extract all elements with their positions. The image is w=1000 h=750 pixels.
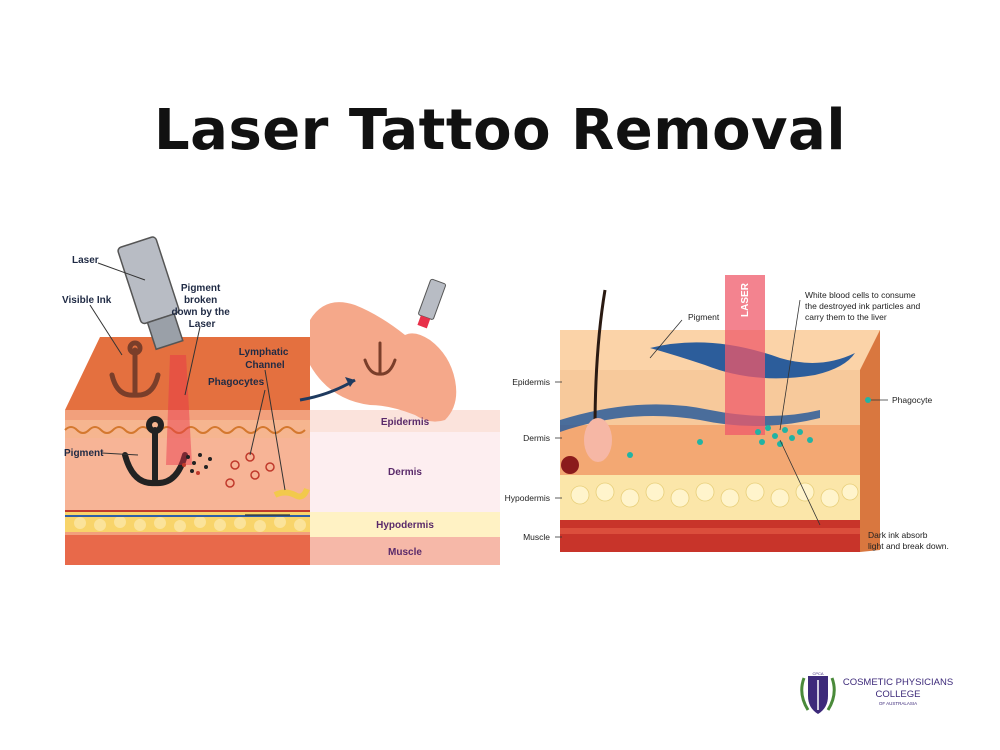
lymphatic-channel	[273, 487, 310, 500]
label-phagocyte: Phagocyte	[892, 395, 932, 405]
fat-cells	[74, 516, 306, 532]
layer-hypodermis-right: Hypodermis	[505, 493, 550, 503]
right-diagram: LASER Pigment White blood cells to consu…	[505, 275, 949, 552]
muscle-layer	[65, 535, 310, 565]
label-laser: Laser	[72, 255, 99, 266]
layer-dermis: Dermis	[388, 467, 422, 478]
broken-pigment-particles	[182, 453, 212, 475]
laser-beam	[166, 355, 192, 465]
visible-ink-anchor	[109, 340, 161, 398]
muscle-front	[560, 520, 860, 552]
phagocytes	[627, 425, 813, 458]
college-logo: CPCA COSMETIC PHYSICIANS COLLEGE OF AUST…	[800, 671, 953, 714]
label-phagocytes: Phagocytes	[208, 377, 265, 388]
muscle-band	[310, 537, 500, 565]
arrow-head	[345, 377, 355, 387]
pigment-anchor	[122, 416, 188, 487]
right-side-face	[860, 330, 880, 552]
label-wbc: White blood cells to consume the destroy…	[805, 290, 923, 322]
left-diagram: Laser Visible Ink Pigment broken down by…	[62, 236, 500, 565]
muscle-stripe	[560, 528, 860, 534]
logo-line3: OF AUSTRALASIA	[879, 701, 917, 706]
label-pigment-broken: Pigment broken down by the Laser	[171, 283, 232, 330]
hypodermis-band	[310, 512, 500, 537]
hair	[593, 289, 607, 431]
phagocyte-marker	[865, 397, 871, 403]
logo-line2: COLLEGE	[876, 689, 921, 700]
label-lymphatic-channel: Lymphatic Channel	[239, 347, 291, 371]
dermis-band	[310, 432, 500, 512]
epidermis-band	[310, 410, 500, 432]
label-laser-beam: LASER	[740, 282, 751, 317]
layer-muscle: Muscle	[388, 547, 422, 558]
laurel-icon	[800, 677, 836, 711]
label-visible-ink: Visible Ink	[62, 295, 112, 306]
hair-follicle	[584, 418, 612, 462]
label-dark-ink: Dark ink absorb light and break down.	[868, 530, 949, 551]
epidermis-wave	[64, 426, 306, 434]
page-title: Laser Tattoo Removal	[153, 98, 847, 163]
logo-line1: COSMETIC PHYSICIANS	[843, 677, 953, 688]
logo-badge: CPCA	[812, 671, 823, 676]
dermis-layer	[65, 438, 310, 510]
layer-muscle-right: Muscle	[523, 532, 550, 542]
layer-epidermis-right: Epidermis	[512, 377, 550, 387]
blood-vessel	[561, 456, 579, 474]
layer-epidermis: Epidermis	[381, 417, 430, 428]
callout-lines	[555, 299, 888, 538]
callout-lines	[89, 262, 286, 491]
hand-illustration	[310, 278, 457, 422]
label-pigment: Pigment	[64, 448, 104, 459]
layer-dermis-right: Dermis	[523, 433, 550, 443]
fat-globules	[570, 482, 859, 508]
label-pigment-right: Pigment	[688, 312, 720, 322]
laser-beam	[725, 275, 765, 435]
layer-hypodermis: Hypodermis	[376, 520, 434, 531]
laser-handpiece	[117, 236, 184, 351]
